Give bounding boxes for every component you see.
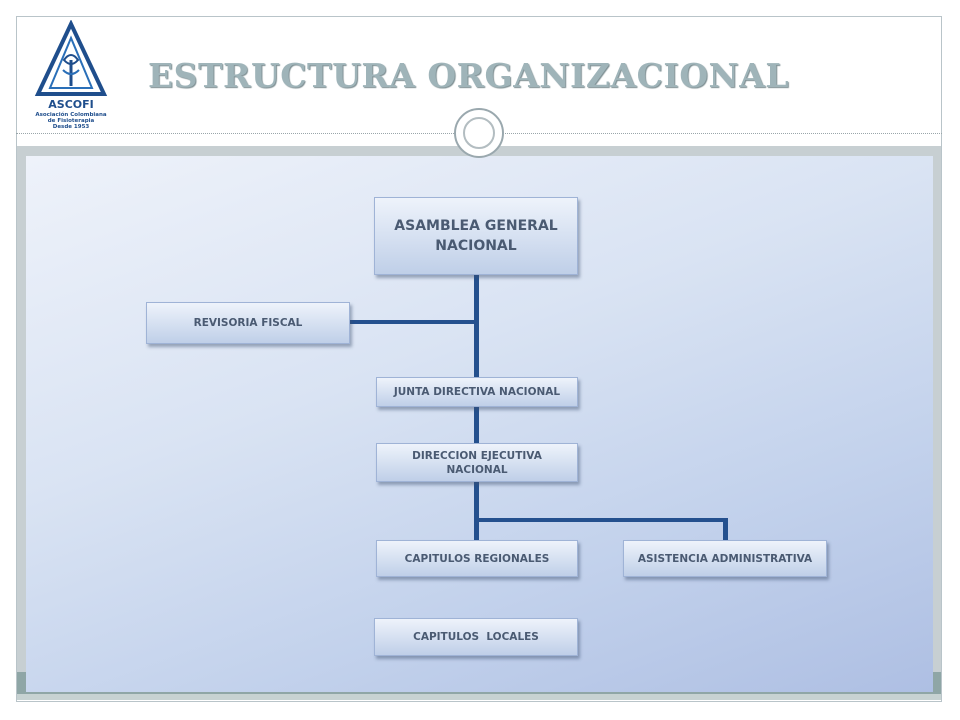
slide-frame: [16, 16, 942, 702]
org-box-asamblea: ASAMBLEA GENERAL NACIONAL: [374, 197, 578, 275]
org-box-direccion: DIRECCION EJECUTIVA NACIONAL: [376, 443, 578, 482]
connector-direccion-capitulos: [474, 480, 479, 542]
org-box-revisoria: REVISORIA FISCAL: [146, 302, 350, 344]
logo-name: ASCOFI: [48, 98, 94, 111]
org-box-capitulos-regionales: CAPITULOS REGIONALES: [376, 540, 578, 577]
ascofi-logo: [30, 19, 112, 138]
footer-band-light: [17, 694, 941, 700]
logo-subtitle-1: Asociación Colombiana: [35, 112, 107, 118]
org-box-asistencia: ASISTENCIA ADMINISTRATIVA: [623, 540, 827, 577]
org-box-capitulos-locales: CAPITULOS LOCALES: [374, 618, 578, 656]
ornament-circle-inner: [463, 117, 495, 149]
org-box-junta: JUNTA DIRECTIVA NACIONAL: [376, 377, 578, 407]
page-title: ESTRUCTURA ORGANIZACIONAL: [148, 56, 790, 95]
logo-subtitle-2: de Fisioterapia: [47, 118, 95, 124]
connector-junta-direccion: [474, 405, 479, 445]
connector-horizontal-asistencia: [474, 518, 728, 522]
connector-asamblea-junta: [474, 272, 479, 390]
logo-subtitle-3: Desde 1953: [52, 124, 90, 130]
connector-revisoria: [348, 320, 476, 324]
ornament-circle: [454, 108, 504, 158]
connector-asistencia: [723, 518, 728, 542]
caduceus-triangle-icon: [34, 19, 108, 96]
